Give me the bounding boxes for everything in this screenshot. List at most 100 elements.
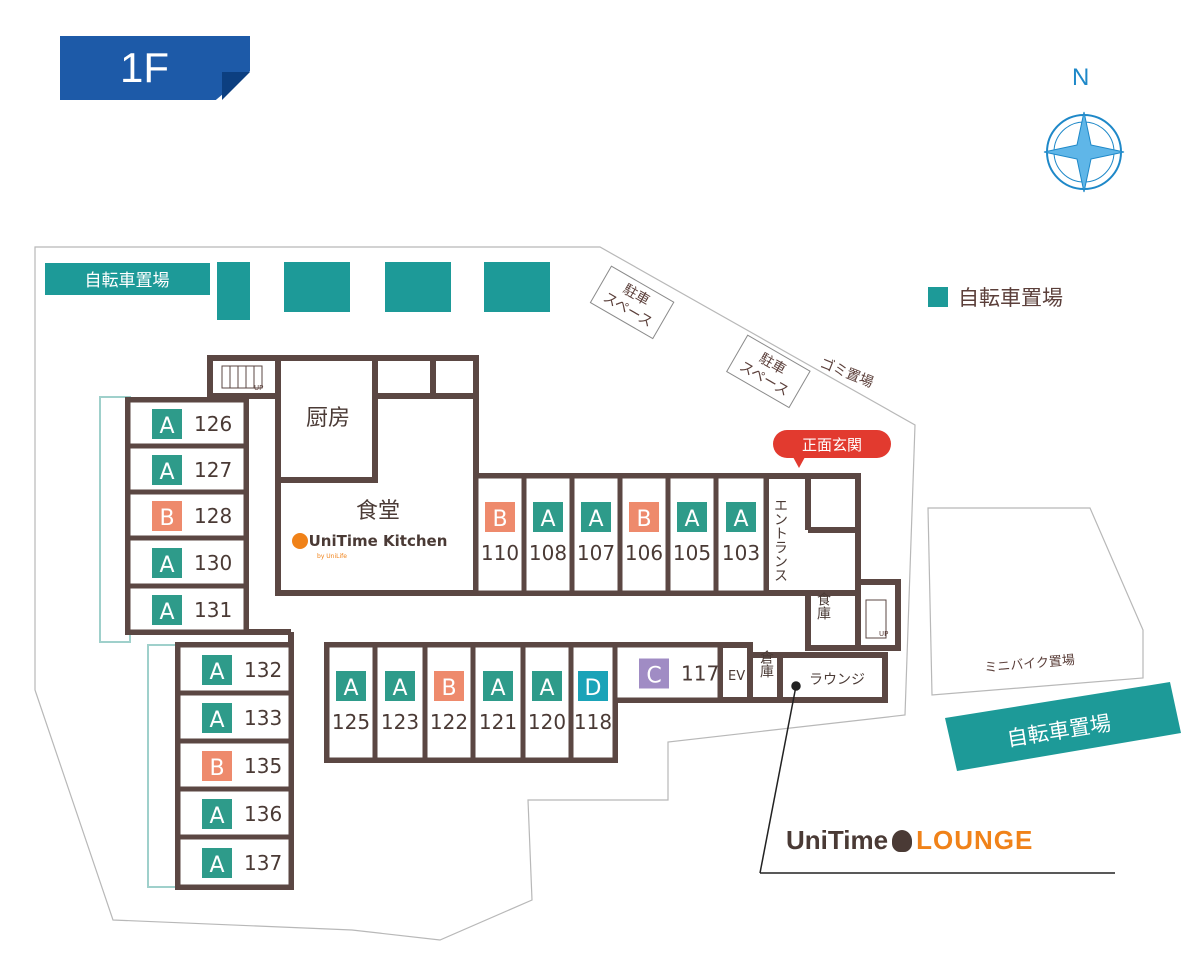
- stair-icon: [221, 365, 887, 639]
- bicycle-parking-nw-label: 自転車置場: [85, 271, 170, 291]
- room-type-badge: [639, 658, 669, 689]
- room-number: 125: [332, 710, 370, 734]
- room-number: 130: [194, 551, 232, 575]
- lounge-logo-part1: UniTime: [786, 825, 889, 855]
- room-wall: [422, 642, 476, 763]
- room-type-label: B: [441, 676, 456, 701]
- room-wall: [521, 473, 575, 596]
- room-type-label: A: [159, 553, 174, 578]
- room-type-badge: [385, 671, 415, 701]
- room-130: A 130: [125, 535, 249, 589]
- room-type-badge: [152, 595, 182, 625]
- room-type-label: A: [392, 676, 407, 701]
- room-type-label: D: [585, 676, 602, 701]
- storage-label: 倉庫: [758, 650, 774, 678]
- room-type-label: A: [733, 507, 748, 532]
- room-type-label: B: [636, 507, 651, 532]
- room-type-badge: [152, 501, 182, 531]
- room-wall: [520, 642, 574, 763]
- room-type-label: B: [209, 756, 224, 781]
- room-type-badge: [202, 848, 232, 878]
- room-number: 123: [381, 710, 419, 734]
- bicycle-parking-swatch: [928, 287, 948, 307]
- room-wall: [125, 583, 249, 635]
- compass-icon: [1043, 111, 1125, 193]
- room-number: 132: [244, 658, 282, 682]
- room-wall: [568, 642, 618, 763]
- room-wall: [713, 473, 769, 596]
- minibike-area: [927, 507, 1144, 696]
- lounge-logo: UniTime LOUNGE: [786, 825, 1033, 856]
- room-136: A 136: [175, 786, 294, 840]
- room-type-label: C: [646, 664, 661, 689]
- svg-text:倉庫: 倉庫: [758, 650, 774, 678]
- room-type-label: A: [540, 507, 555, 532]
- room-type-badge: [152, 455, 182, 485]
- room-131: A 131: [125, 583, 249, 635]
- room-type-badge: [726, 502, 756, 532]
- svg-text:食庫: 食庫: [815, 591, 831, 620]
- lounge-pointer: [759, 681, 1115, 874]
- room-type-badge: [152, 548, 182, 578]
- north-label: N: [1072, 64, 1090, 91]
- room-number: 126: [194, 412, 232, 436]
- room-wall: [473, 473, 527, 596]
- room-wall: [125, 535, 249, 589]
- room-type-label: A: [209, 804, 224, 829]
- room-wall: [175, 834, 294, 890]
- room-122: B 122: [422, 642, 476, 763]
- room-107: A 107: [569, 473, 623, 596]
- room-type-label: A: [490, 676, 505, 701]
- room-137: A 137: [175, 834, 294, 890]
- room-type-badge: [152, 409, 182, 439]
- room-type-label: A: [159, 460, 174, 485]
- room-type-label: A: [209, 853, 224, 878]
- room-number: 136: [244, 802, 282, 826]
- room-wall: [470, 642, 526, 763]
- room-type-label: A: [343, 676, 358, 701]
- room-type-label: A: [159, 600, 174, 625]
- room-type-label: A: [209, 708, 224, 733]
- parking-space-1: 駐車 スペース: [589, 265, 675, 340]
- room-125: A 125: [324, 642, 378, 763]
- garbage-area-label: ゴミ置場: [818, 354, 876, 391]
- room-type-label: A: [588, 507, 603, 532]
- room-number: 107: [577, 541, 615, 565]
- room-number: 108: [529, 541, 567, 565]
- bicycle-parking-blocks: [45, 262, 1181, 771]
- entrance-label: エントランス: [772, 498, 788, 582]
- room-number: 131: [194, 598, 232, 622]
- room-type-badge: [677, 502, 707, 532]
- room-number: 110: [481, 541, 519, 565]
- room-number: 137: [244, 851, 282, 875]
- mascot-icon: [892, 829, 913, 852]
- room-number: 120: [528, 710, 566, 734]
- room-type-label: A: [684, 507, 699, 532]
- room-type-badge: [202, 751, 232, 781]
- room-number: 122: [430, 710, 468, 734]
- room-type-label: B: [492, 507, 507, 532]
- room-110: B 110: [473, 473, 527, 596]
- room-type-badge: [533, 502, 563, 532]
- room-type-badge: [532, 671, 562, 701]
- room-type-badge: [202, 655, 232, 685]
- svg-text:エントランス: エントランス: [772, 498, 788, 582]
- legend-label: 自転車置場: [958, 286, 1063, 310]
- room-type-badge: [485, 502, 515, 532]
- room-type-label: B: [159, 506, 174, 531]
- dining-logo-sub: by UniLife: [317, 553, 347, 560]
- room-wall: [125, 443, 249, 495]
- kitchen-label: 厨房: [306, 406, 350, 431]
- pantry-label: 食庫: [815, 591, 831, 620]
- room-wall: [617, 473, 671, 596]
